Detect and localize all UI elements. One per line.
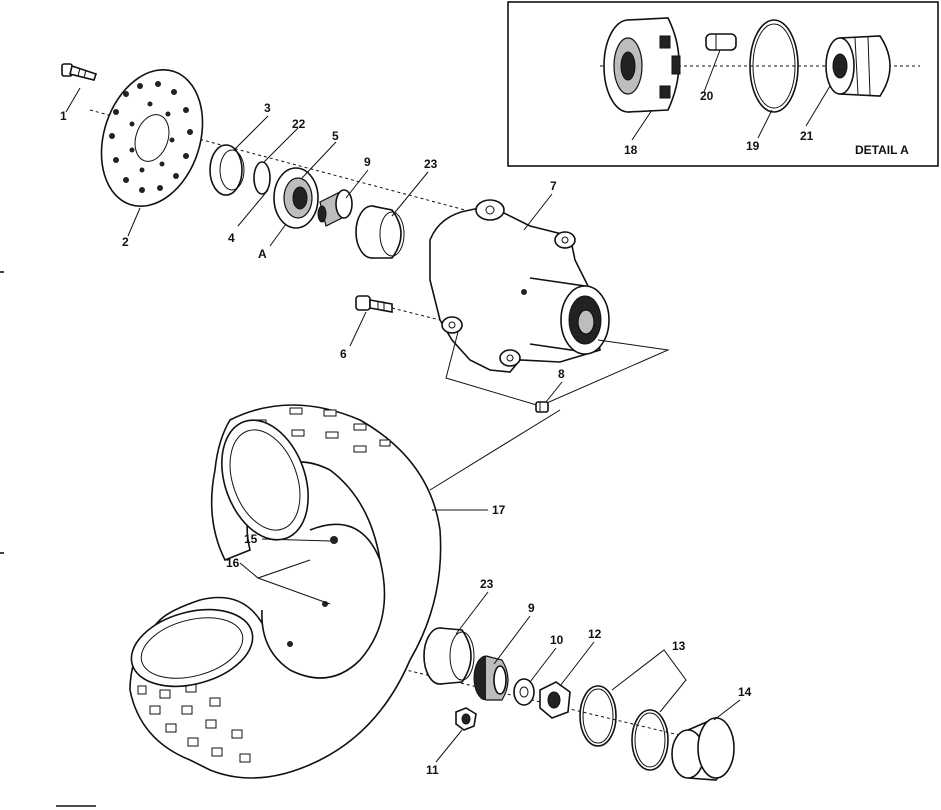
part-10-washer	[513, 678, 535, 706]
label-20: 20	[700, 89, 714, 103]
leader-lines	[65, 49, 831, 763]
part-9-cone-bearing-lower	[473, 655, 509, 701]
part-11-nut	[455, 707, 477, 731]
label-16: 16	[226, 556, 240, 570]
label-19: 19	[746, 139, 760, 153]
part-3-seal	[209, 144, 245, 196]
detail-a-box: DETAIL A	[507, 1, 939, 167]
part-13-o-rings	[579, 685, 669, 771]
label-5: 5	[332, 129, 339, 143]
label-a: A	[258, 247, 267, 261]
label-7: 7	[550, 179, 557, 193]
label-4: 4	[228, 231, 235, 245]
label-1: 1	[60, 109, 67, 123]
label-6: 6	[340, 347, 347, 361]
label-22: 22	[292, 117, 306, 131]
part-9-cone-bearing-upper	[317, 189, 353, 227]
part-19-snap-ring	[749, 19, 799, 113]
part-14-hub-cap	[671, 717, 735, 781]
label-13: 13	[672, 639, 686, 653]
leader-13	[611, 649, 687, 713]
part-7-hub-carrier	[429, 199, 610, 373]
label-12: 12	[588, 627, 602, 641]
part-6-bolt	[355, 295, 441, 321]
label-8: 8	[558, 367, 565, 381]
leader-16b	[257, 577, 331, 605]
label-9-lower: 9	[528, 601, 535, 615]
label-23-lower: 23	[480, 577, 494, 591]
label-18: 18	[624, 143, 638, 157]
detail-a-title: DETAIL A	[855, 143, 909, 157]
part-8-grease-fitting	[535, 401, 549, 413]
part-2-brake-disc	[100, 68, 204, 208]
part-20-pin	[705, 33, 737, 51]
part-23-race-lower	[423, 627, 475, 685]
part-5-bearing	[273, 167, 319, 229]
label-15: 15	[244, 532, 258, 546]
part-12-castle-nut	[539, 681, 571, 719]
label-2: 2	[122, 235, 129, 249]
leader-15	[261, 538, 331, 542]
label-10: 10	[550, 633, 564, 647]
label-23-upper: 23	[424, 157, 438, 171]
part-18-clutch-housing	[603, 17, 681, 113]
part-1-bolt	[61, 63, 98, 81]
part-21-lock-nut	[825, 35, 891, 97]
label-9-upper: 9	[364, 155, 371, 169]
leader-17-hub	[429, 409, 561, 491]
label-17: 17	[492, 503, 506, 517]
part-22-spacer	[253, 161, 271, 195]
label-3: 3	[264, 101, 271, 115]
part-labels: 1 2 3 22 4 5 A 9 23 7 6 8 17 15 16 23 9 …	[60, 89, 814, 777]
part-17-tire	[129, 404, 442, 779]
label-14: 14	[738, 685, 752, 699]
label-21: 21	[800, 129, 814, 143]
part-23-race-upper	[355, 205, 405, 259]
label-11: 11	[426, 763, 439, 777]
